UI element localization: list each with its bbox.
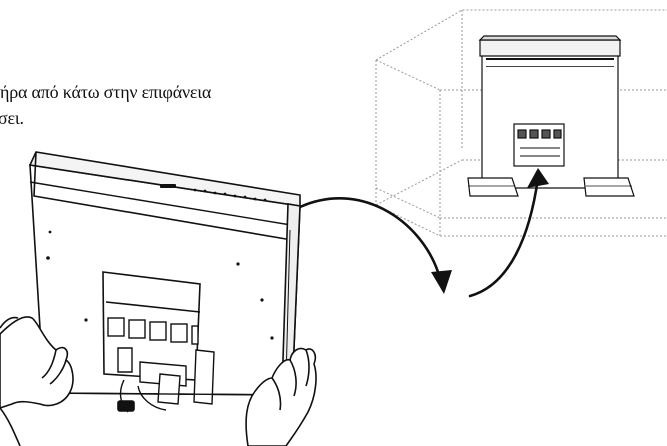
hands-holding-illustration — [0, 316, 317, 446]
tv-rear-panel-illustration — [28, 151, 301, 413]
curved-arrow-icon — [298, 176, 540, 298]
instruction-line-2: σει. — [0, 108, 24, 128]
instruction-text: ήρα από κάτω στην επιφάνεια σει. — [0, 79, 211, 131]
tv-on-stand — [467, 35, 635, 197]
arrowheads — [431, 168, 549, 294]
instruction-line-1: ήρα από κάτω στην επιφάνεια — [0, 82, 212, 102]
